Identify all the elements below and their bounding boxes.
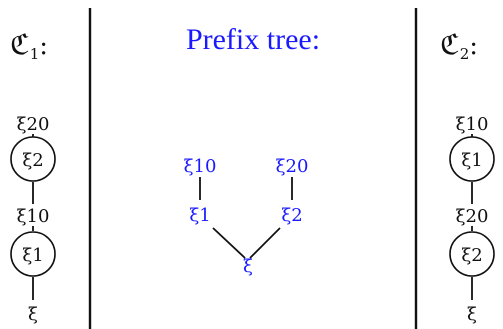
- left-upper-node-circle: [10, 136, 56, 182]
- left-heading-colon: :: [39, 31, 48, 61]
- right-bottom-label: ξ: [467, 304, 477, 325]
- left-panel: ℭ1: ξ20 ξ2 ξ10 ξ1 ξ: [10, 28, 56, 325]
- right-upper-node-label: ξ1: [461, 150, 482, 171]
- right-heading: ℭ2:: [440, 28, 478, 63]
- right-heading-sub: 2: [460, 45, 470, 63]
- left-heading-main: ℭ: [10, 28, 30, 61]
- right-upper-node-circle: [449, 136, 495, 182]
- right-panel: ℭ2: ξ10 ξ1 ξ20 ξ2 ξ: [440, 28, 495, 325]
- right-lower-node-label: ξ2: [461, 245, 482, 266]
- left-lower-node-circle: [10, 231, 56, 277]
- left-top-label: ξ20: [17, 114, 50, 135]
- left-bottom-label: ξ: [28, 304, 38, 325]
- right-lower-node-circle: [449, 231, 495, 277]
- right-heading-main: ℭ: [440, 28, 460, 61]
- left-middle-label: ξ10: [17, 206, 50, 227]
- tree-edge-left-root: [212, 227, 246, 259]
- right-middle-label: ξ20: [456, 206, 489, 227]
- tree-right-leaf: ξ20: [276, 156, 309, 177]
- left-heading-sub: 1: [30, 45, 40, 63]
- tree-edge-right-root: [249, 227, 281, 259]
- center-title: Prefix tree:: [186, 23, 320, 56]
- left-heading: ℭ1:: [10, 28, 48, 63]
- right-top-label: ξ10: [456, 114, 489, 135]
- tree-right-mid: ξ2: [281, 205, 302, 226]
- tree-left-mid: ξ1: [189, 205, 210, 226]
- tree-left-leaf: ξ10: [184, 156, 217, 177]
- center-panel: Prefix tree: ξ10 ξ1 ξ20 ξ2 ξ: [184, 23, 320, 277]
- right-heading-colon: :: [469, 31, 478, 61]
- left-lower-node-label: ξ1: [22, 245, 43, 266]
- left-upper-node-label: ξ2: [22, 150, 43, 171]
- tree-root: ξ: [243, 256, 253, 277]
